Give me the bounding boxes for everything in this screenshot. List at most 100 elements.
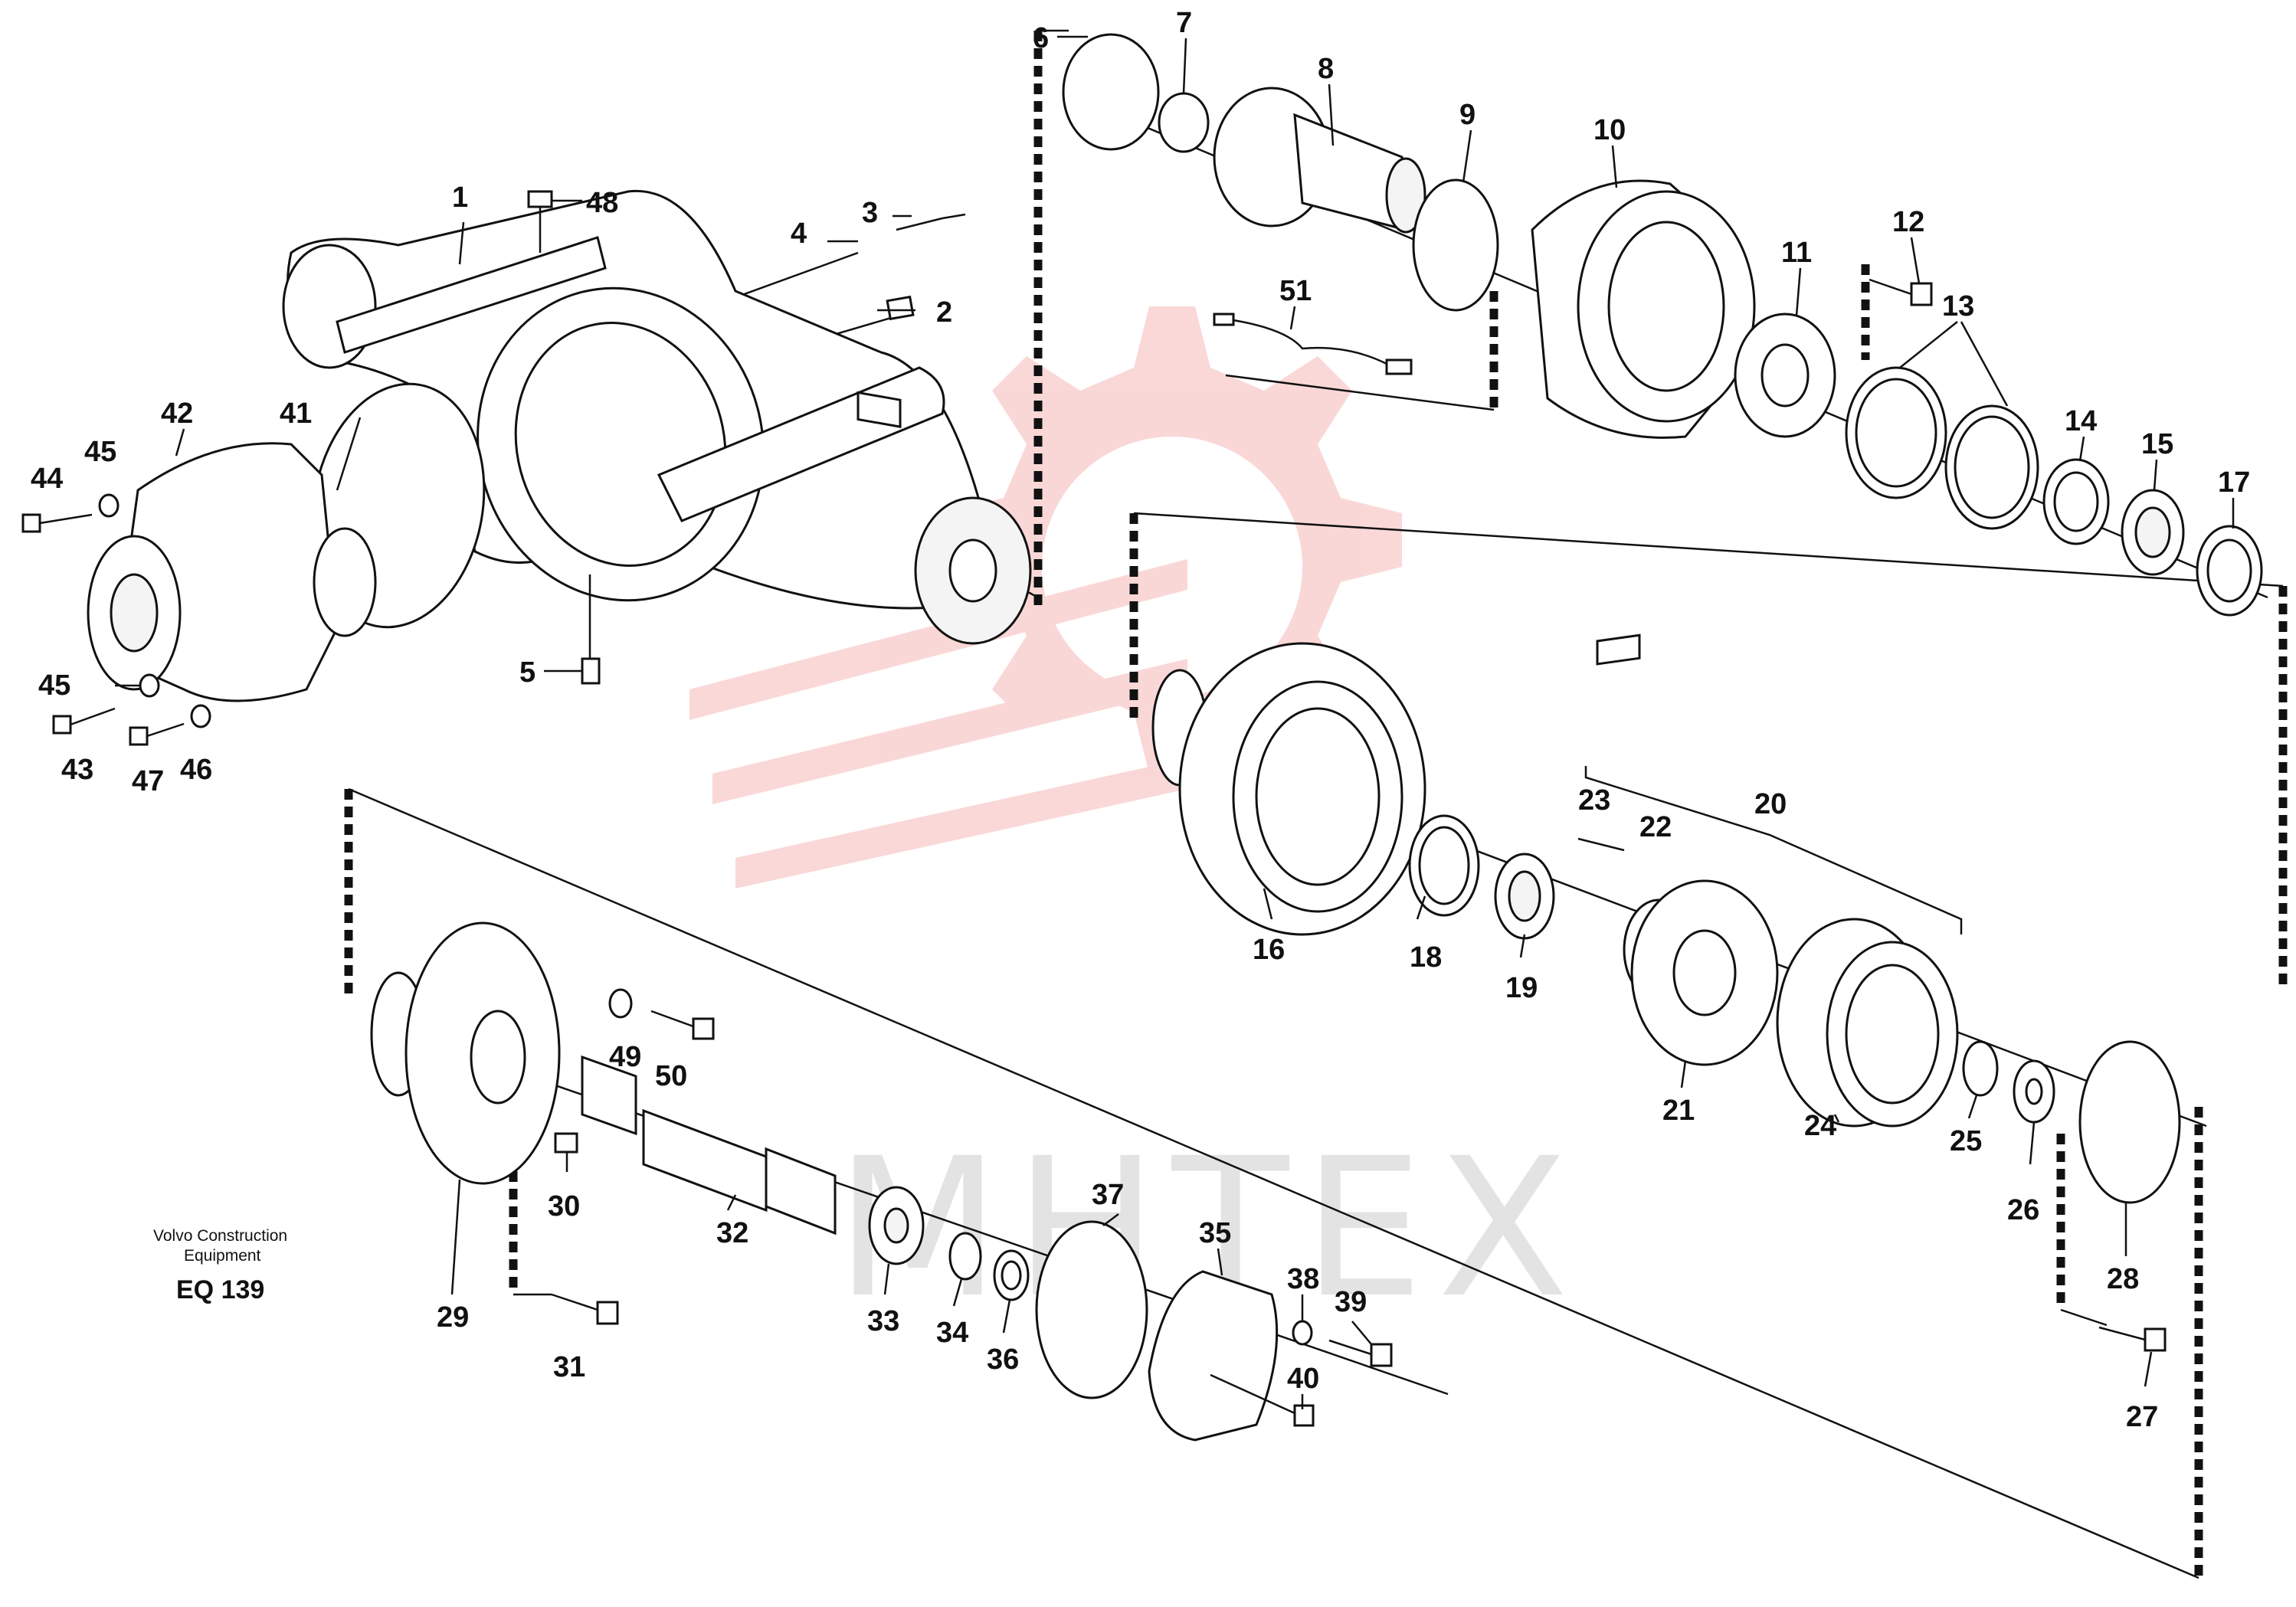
label-10: 10 [1593, 114, 1626, 146]
label-49: 49 [609, 1041, 641, 1073]
label-42: 42 [161, 398, 193, 430]
part-12-bolt[interactable] [1869, 278, 1933, 306]
label-31: 31 [553, 1351, 585, 1383]
part-46-washer[interactable] [190, 704, 211, 728]
caption-code: EQ 139 [176, 1275, 264, 1304]
watermark-gear-logo [689, 306, 1402, 889]
part-4-plate[interactable] [827, 240, 902, 428]
part-45-washer-top[interactable] [98, 493, 120, 518]
part-21-planet-gear[interactable] [1623, 879, 1779, 1066]
label-28: 28 [2107, 1263, 2139, 1295]
label-16: 16 [1253, 934, 1285, 966]
label-36: 36 [987, 1344, 1019, 1376]
label-5: 5 [519, 656, 536, 689]
label-3: 3 [862, 197, 878, 229]
label-34: 34 [936, 1317, 968, 1349]
part-14-bearing-race[interactable] [2042, 458, 2110, 545]
part-5-plug[interactable] [544, 574, 601, 685]
label-50: 50 [655, 1060, 687, 1092]
label-6: 6 [1033, 22, 1049, 54]
label-45-top: 45 [84, 436, 116, 468]
part-44-bolt[interactable] [21, 513, 93, 533]
label-38: 38 [1287, 1263, 1319, 1295]
part-2-plug[interactable] [886, 295, 915, 321]
part-45-washer-bottom[interactable] [115, 673, 160, 698]
label-22: 22 [1639, 811, 1672, 843]
label-26: 26 [2007, 1194, 2039, 1226]
label-20: 20 [1754, 788, 1787, 820]
part-33-sun-gear[interactable] [868, 1186, 925, 1265]
label-44: 44 [31, 463, 63, 495]
part-50-bolt[interactable] [650, 1010, 715, 1040]
part-31-bolt[interactable] [551, 1293, 619, 1325]
label-11: 11 [1781, 237, 1812, 269]
part-26-nut[interactable] [2013, 1059, 2055, 1124]
label-8: 8 [1318, 53, 1334, 85]
part-13-seal-ring-a[interactable] [1845, 366, 1947, 499]
leader-lines [175, 35, 2235, 1409]
part-40-bolt[interactable] [1210, 1373, 1315, 1427]
label-41: 41 [280, 398, 312, 430]
label-47: 47 [132, 765, 164, 797]
label-43: 43 [61, 754, 93, 786]
label-35: 35 [1199, 1217, 1231, 1249]
part-20-bracket [1584, 766, 1963, 934]
part-25-washer[interactable] [1962, 1040, 1999, 1097]
part-35-end-cover[interactable] [1148, 1270, 1279, 1442]
label-23: 23 [1578, 784, 1610, 817]
part-11-bearing[interactable] [1734, 313, 1836, 438]
part-19-bearing-cone[interactable] [1494, 853, 1555, 940]
part-8-hub-shaft[interactable] [1213, 87, 1426, 234]
part-39-bolt[interactable] [1328, 1339, 1393, 1367]
label-14: 14 [2065, 405, 2097, 437]
part-27-bolt[interactable] [2098, 1326, 2167, 1352]
part-3-screw[interactable] [896, 213, 966, 231]
part-23-screw[interactable] [1577, 837, 1625, 852]
label-25: 25 [1950, 1125, 1982, 1157]
label-32: 32 [716, 1217, 748, 1249]
part-13-seal-ring-b[interactable] [1944, 404, 2039, 530]
group-boundary-lines [344, 29, 2288, 1579]
label-27: 27 [2126, 1401, 2158, 1433]
part-6-o-ring[interactable] [1062, 33, 1160, 151]
part-24-ring-gear[interactable] [1776, 918, 1959, 1128]
part-9-o-ring[interactable] [1412, 178, 1499, 312]
part-47-bolt[interactable] [129, 722, 185, 746]
part-17-bearing-cup[interactable] [2196, 525, 2263, 617]
label-39: 39 [1335, 1286, 1367, 1318]
part-22-plate[interactable] [1596, 633, 1641, 666]
label-40: 40 [1287, 1363, 1319, 1395]
label-1: 1 [452, 182, 468, 214]
label-30: 30 [548, 1190, 580, 1222]
part-1-axle-housing[interactable] [282, 189, 1032, 645]
part-42-differential-housing[interactable] [87, 442, 377, 702]
label-12: 12 [1892, 206, 1924, 238]
part-34-snap-ring[interactable] [948, 1232, 982, 1281]
label-19: 19 [1505, 972, 1538, 1004]
part-38-washer[interactable] [1292, 1320, 1313, 1346]
part-10-wheel-hub[interactable] [1531, 179, 1756, 439]
part-48-breather[interactable] [527, 190, 582, 253]
part-32-drive-shaft[interactable] [581, 1055, 837, 1236]
part-15-roller-bearing[interactable] [2121, 489, 2185, 576]
part-30-plug[interactable] [554, 1132, 578, 1154]
part-28-o-ring[interactable] [2078, 1040, 2181, 1204]
part-18-bearing-cup[interactable] [1408, 814, 1480, 917]
part-37-o-ring[interactable] [1035, 1220, 1148, 1399]
part-number-labels: 1 2 3 4 5 6 7 8 9 10 11 12 13 14 15 16 1… [31, 7, 2250, 1433]
label-29: 29 [437, 1301, 469, 1334]
part-51-sensor[interactable] [1213, 313, 1413, 375]
part-36-thrust-washer[interactable] [993, 1249, 1030, 1301]
label-37: 37 [1092, 1179, 1124, 1211]
part-43-bolt[interactable] [52, 707, 116, 735]
part-16-ring-gear-housing[interactable] [1151, 642, 1426, 936]
label-17: 17 [2218, 466, 2250, 499]
label-2: 2 [936, 296, 952, 329]
label-45-bottom: 45 [38, 669, 70, 702]
caption-line-1: Volvo Construction [153, 1227, 287, 1245]
part-29-cover-flange[interactable] [370, 921, 561, 1185]
caption-block: Volvo Construction Equipment EQ 139 [153, 1227, 287, 1304]
part-49-washer[interactable] [608, 988, 633, 1019]
part-7-o-ring[interactable] [1158, 92, 1210, 153]
